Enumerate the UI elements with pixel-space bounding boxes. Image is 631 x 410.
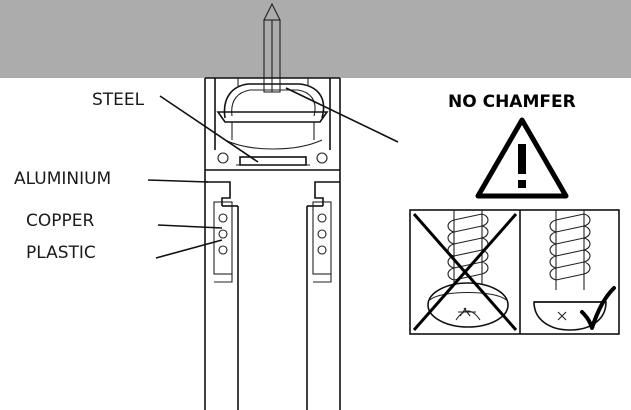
chamfered-screw-crossed-icon xyxy=(412,210,518,331)
label-copper: COPPER xyxy=(26,211,94,231)
label-aluminium: ALUMINIUM xyxy=(14,169,111,189)
warning-triangle-icon xyxy=(475,117,569,199)
leader-copper xyxy=(157,224,223,229)
label-steel: STEEL xyxy=(92,90,145,110)
leader-no-chamfer xyxy=(285,87,399,143)
leader-aluminium xyxy=(147,179,209,183)
label-plastic: PLASTIC xyxy=(26,243,96,263)
leader-steel xyxy=(159,95,259,163)
ceiling-screw xyxy=(263,2,281,93)
aluminium-profile xyxy=(204,77,341,410)
leader-plastic xyxy=(155,239,223,259)
flat-head-screw-checkmark-icon xyxy=(533,210,616,331)
warning-title: NO CHAMFER xyxy=(448,92,576,112)
ceiling-band xyxy=(0,0,631,78)
